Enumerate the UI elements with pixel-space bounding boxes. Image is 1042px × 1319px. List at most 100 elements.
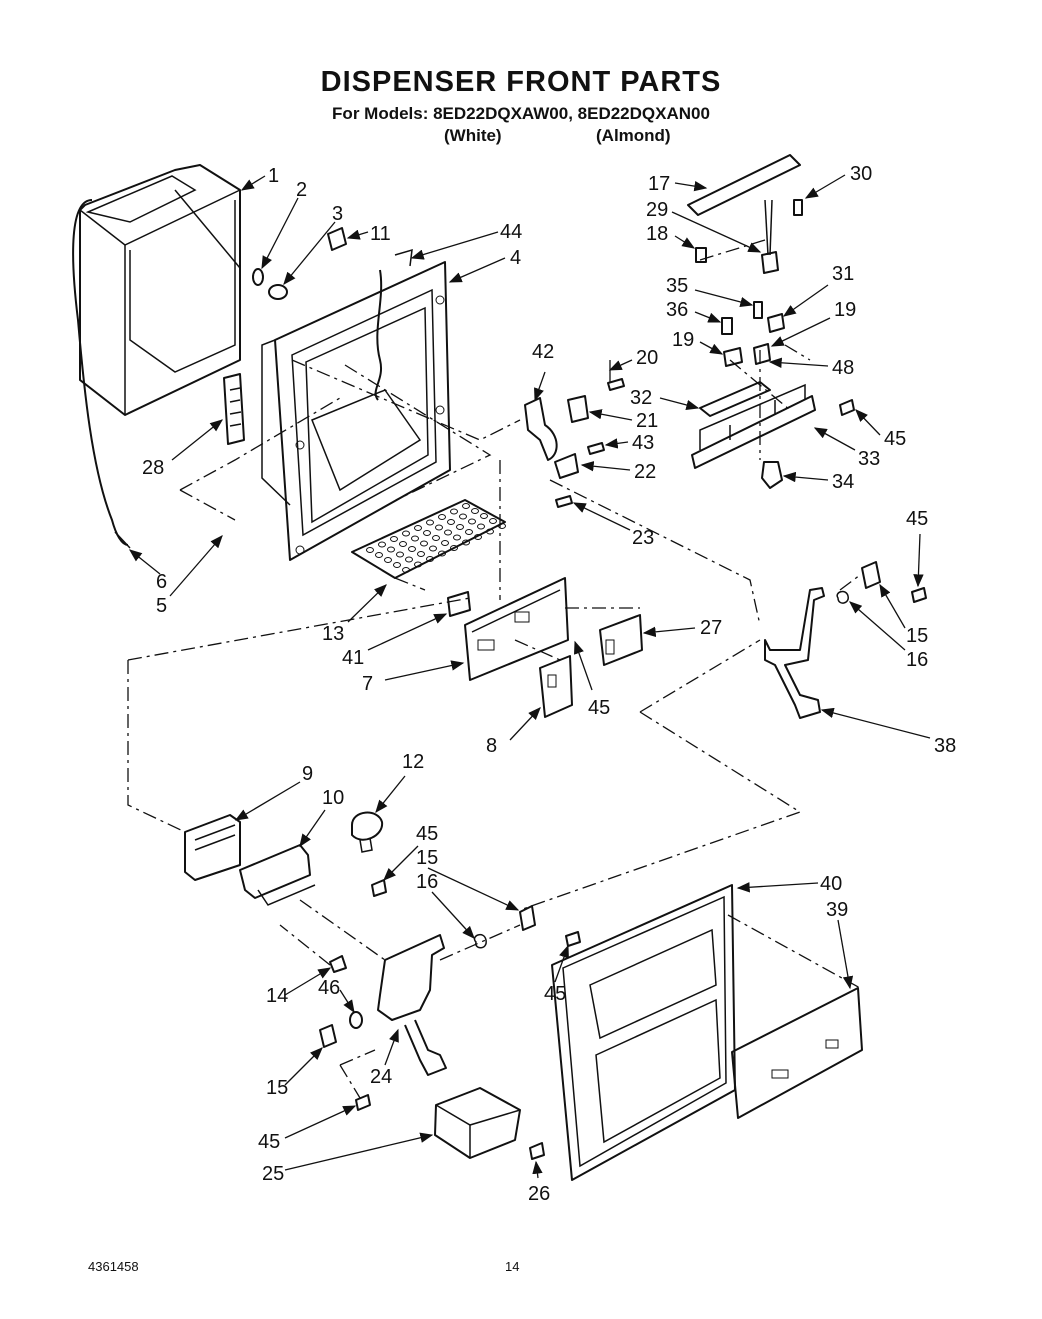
grille-hole	[390, 536, 398, 542]
callout-45-channel: 45	[884, 428, 906, 450]
part-16-spring-center	[473, 933, 487, 949]
callout-23: 23	[632, 527, 654, 549]
grille-hole	[396, 551, 404, 558]
callout-1: 1	[268, 165, 279, 187]
callout-38: 38	[934, 735, 956, 757]
grille-hole	[438, 514, 446, 520]
callout-15-right: 15	[906, 625, 928, 647]
part-45-screw-lower-left	[371, 879, 387, 897]
models-line: For Models: 8ED22DQXAW00, 8ED22DQXAN00	[332, 104, 710, 123]
callout-15-center: 15	[416, 847, 438, 869]
grille-hole	[408, 546, 416, 552]
grille-hole	[474, 534, 482, 540]
grille-hole	[486, 528, 494, 535]
callout-7: 7	[362, 673, 373, 695]
grille-hole	[393, 562, 401, 568]
page-number: 14	[505, 1259, 520, 1274]
callout-20: 20	[636, 347, 658, 369]
callout-43: 43	[632, 432, 654, 454]
part-40-door	[551, 884, 736, 1181]
grille-hole	[423, 530, 431, 536]
grille-hole	[450, 545, 458, 551]
callout-22: 22	[634, 461, 656, 483]
callout-14: 14	[266, 985, 288, 1007]
part-23-pin	[555, 495, 573, 508]
grille-hole	[384, 557, 392, 563]
grille-hole	[402, 530, 410, 537]
grille-hole	[417, 551, 425, 557]
part-33-mounting-channel	[691, 383, 816, 469]
callout-45-lower-left: 45	[416, 823, 438, 845]
callout-10: 10	[322, 787, 344, 809]
grille-hole	[456, 524, 464, 530]
part-36-screw	[721, 317, 733, 335]
callout-45-lower: 45	[258, 1131, 280, 1153]
grille-hole	[450, 508, 458, 515]
part-19-switch-right	[753, 343, 771, 365]
callout-19-left: 19	[672, 329, 694, 351]
callout-33: 33	[858, 448, 880, 470]
grille-hole	[387, 546, 395, 553]
grille-hole	[480, 513, 488, 519]
callout-44: 44	[500, 221, 522, 243]
part-29-switch-wires	[761, 199, 779, 274]
grille-hole	[447, 519, 455, 525]
callout-25: 25	[262, 1163, 284, 1185]
part-26-screw	[529, 1142, 545, 1160]
callout-29: 29	[646, 199, 668, 221]
callout-45-bracket: 45	[588, 697, 610, 719]
part-3-bushing	[268, 284, 288, 300]
part-1-housing	[72, 164, 241, 549]
part-46-washer	[349, 1011, 363, 1029]
callout-34: 34	[832, 471, 854, 493]
grille-hole	[444, 529, 452, 536]
part-45-screw-lower	[355, 1094, 371, 1111]
callout-4: 4	[510, 247, 521, 269]
part-25-ice-chute	[434, 1087, 521, 1159]
part-45-screw-top-right	[839, 399, 855, 416]
part-41-label	[447, 591, 471, 617]
part-15-bracket-center	[519, 905, 536, 931]
callout-45-door: 45	[544, 983, 566, 1005]
part-28-heater	[223, 373, 245, 445]
grille-hole	[378, 541, 386, 548]
callout-30: 30	[850, 163, 872, 185]
callout-36: 36	[666, 299, 688, 321]
part-8-plate	[539, 655, 573, 718]
part-30-screw	[793, 199, 803, 216]
grille-hole	[426, 519, 434, 526]
variant-white: (White)	[444, 126, 502, 145]
part-17-cover-strip	[687, 154, 801, 216]
grille-hole	[453, 534, 461, 541]
part-10-bracket	[239, 844, 316, 906]
callout-35: 35	[666, 275, 688, 297]
callout-9: 9	[302, 763, 313, 785]
grille-hole	[402, 567, 410, 573]
grille-hole	[414, 561, 422, 568]
grille-hole	[429, 545, 437, 552]
callout-28: 28	[142, 457, 164, 479]
grille-hole	[462, 503, 470, 509]
callout-46: 46	[318, 977, 340, 999]
callout-18: 18	[646, 223, 668, 245]
callout-26: 26	[528, 1183, 550, 1205]
part-19-switch-left	[723, 347, 743, 367]
part-7-bracket	[464, 577, 569, 681]
callout-2: 2	[296, 179, 307, 201]
grille-hole	[468, 518, 476, 525]
part-2-clip	[252, 268, 264, 286]
part-42-lever	[524, 397, 558, 461]
callout-16-right: 16	[906, 649, 928, 671]
grille-hole	[420, 540, 428, 547]
grille-hole	[411, 535, 419, 542]
callout-5: 5	[156, 595, 167, 617]
grille-hole	[399, 541, 407, 547]
grille-hole	[414, 525, 422, 531]
callout-15-lower: 15	[266, 1077, 288, 1099]
part-15-bracket-right	[861, 561, 881, 589]
grille-hole	[366, 547, 374, 553]
callout-17: 17	[648, 173, 670, 195]
callout-31: 31	[832, 263, 854, 285]
part-22-link	[554, 453, 579, 479]
